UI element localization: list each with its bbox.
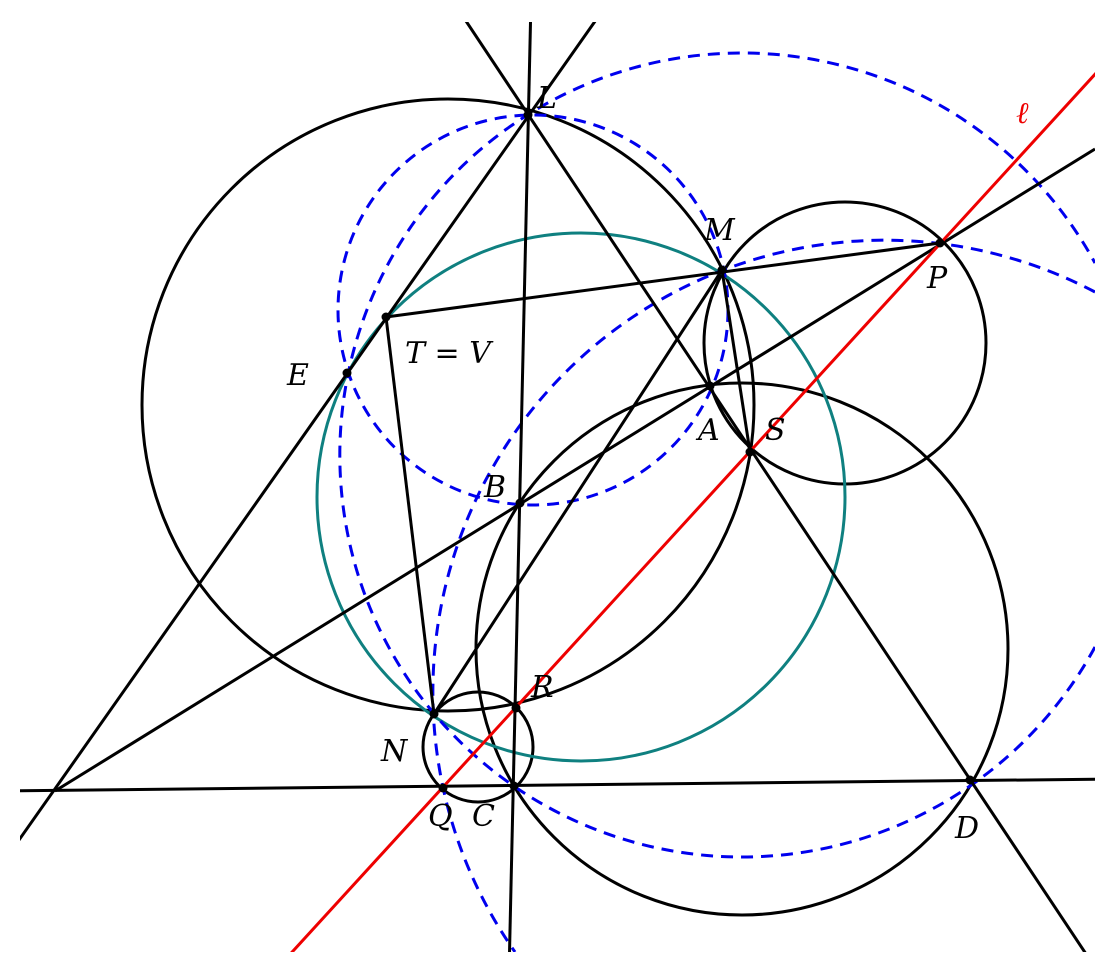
line-LC bbox=[508, 22, 533, 952]
segment-TMP bbox=[385, 241, 941, 319]
label-P: P bbox=[926, 261, 948, 296]
circle-NRQC bbox=[421, 690, 535, 804]
segment-TN bbox=[384, 316, 436, 715]
label-E: E bbox=[286, 358, 309, 393]
line-PAB bbox=[54, 147, 1095, 793]
point-D bbox=[965, 775, 975, 785]
label-T-equals-V: T = V bbox=[405, 336, 494, 371]
point-R bbox=[511, 703, 521, 713]
label-B: B bbox=[483, 470, 506, 505]
point-M bbox=[717, 265, 727, 275]
point-Q bbox=[438, 783, 448, 793]
label-C: C bbox=[472, 799, 495, 834]
label-Q: Q bbox=[428, 799, 453, 834]
label-D: D bbox=[954, 811, 979, 846]
point-L bbox=[523, 110, 533, 120]
label-ell: ℓ bbox=[1016, 96, 1029, 131]
dashed-circle-LENCD bbox=[338, 51, 1095, 859]
point-P bbox=[935, 238, 945, 248]
circle-LMSRN bbox=[140, 97, 756, 713]
point-N bbox=[429, 709, 439, 719]
dashed-circle-MPNQ bbox=[431, 238, 1095, 952]
line-LASD bbox=[464, 22, 1087, 952]
line-LTE bbox=[20, 22, 597, 842]
point-C bbox=[509, 781, 519, 791]
segment-NM bbox=[432, 269, 724, 715]
point-S bbox=[745, 447, 755, 457]
line-QCD bbox=[20, 777, 1095, 793]
label-A: A bbox=[695, 413, 720, 448]
line-ell bbox=[290, 72, 1095, 952]
point-A bbox=[705, 381, 715, 391]
circle-TEMN-teal bbox=[315, 231, 847, 763]
point-E bbox=[342, 368, 352, 378]
point-B bbox=[515, 498, 525, 508]
points bbox=[342, 110, 975, 793]
label-L: L bbox=[536, 81, 557, 116]
circle-CBAD bbox=[474, 381, 1010, 917]
segment-MS bbox=[720, 269, 752, 453]
label-M: M bbox=[703, 213, 736, 248]
point-T bbox=[381, 312, 391, 322]
label-N: N bbox=[380, 734, 409, 769]
label-R: R bbox=[530, 670, 554, 705]
label-S: S bbox=[765, 413, 786, 448]
